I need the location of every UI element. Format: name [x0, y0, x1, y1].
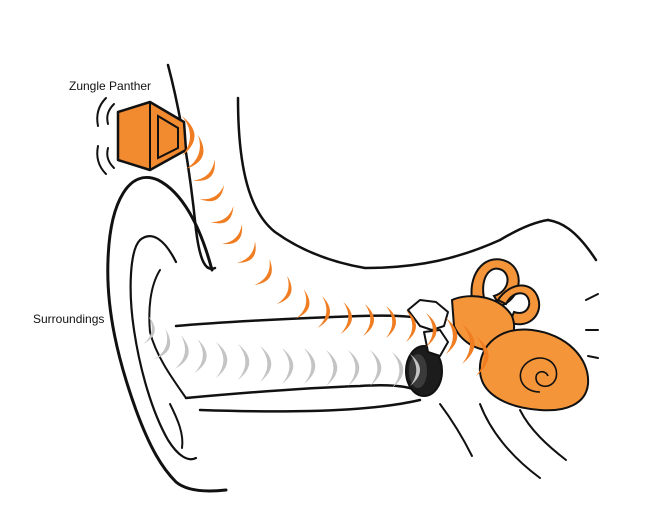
bone-wave-15 — [406, 310, 416, 342]
neck-outline — [236, 96, 550, 270]
air-wave-3 — [175, 335, 189, 369]
device-inner-face — [157, 114, 179, 160]
bone-wave-4 — [199, 185, 225, 202]
device-label: Zungle Panther — [69, 79, 152, 93]
bone-wave-8 — [254, 259, 272, 285]
bone-wave-18 — [462, 324, 475, 364]
bone-wave-17 — [446, 318, 458, 354]
canal-upper-wall — [174, 314, 420, 328]
outer-ear — [106, 176, 228, 493]
air-wave-2 — [154, 328, 171, 360]
air-wave-5 — [216, 342, 228, 378]
bone-conduction-transducer-icon — [96, 97, 188, 175]
bone-wave-16 — [426, 313, 437, 347]
air-wave-7 — [260, 346, 272, 382]
bone-wave-13 — [363, 304, 375, 336]
air-wave-10 — [326, 350, 338, 386]
bone-wave-1 — [182, 116, 195, 156]
nerve-lines — [439, 293, 599, 479]
bone-wave-6 — [222, 224, 243, 245]
semicircular-canal-2 — [496, 284, 541, 326]
antihelix — [148, 269, 187, 399]
bone-wave-12 — [340, 302, 353, 334]
bone-wave-3 — [193, 159, 215, 181]
vibration-marks — [96, 97, 115, 175]
air-wave-8 — [282, 348, 294, 384]
cochlea-spiral — [519, 357, 558, 393]
air-wave-9 — [304, 348, 316, 384]
inner-ear — [450, 258, 590, 412]
air-wave-11 — [348, 350, 360, 386]
bone-wave-2 — [185, 135, 204, 169]
air-wave-4 — [194, 339, 207, 373]
bone-wave-7 — [237, 241, 256, 263]
device-body — [116, 100, 188, 172]
bone-wave-10 — [296, 289, 310, 319]
air-wave-1 — [143, 316, 155, 344]
earlobe-line — [169, 403, 184, 449]
air-wave-6 — [238, 344, 250, 380]
air-wave-12 — [370, 350, 382, 386]
pinna-outer-rim — [106, 176, 228, 493]
head-outline — [166, 63, 598, 271]
bone-wave-14 — [386, 306, 396, 338]
face-outline — [166, 63, 217, 271]
bone-wave-9 — [276, 275, 292, 305]
ear-canal — [174, 314, 422, 413]
bone-wave-5 — [210, 205, 234, 224]
bone-conduction-waves — [182, 116, 489, 376]
bone-wave-19 — [476, 336, 489, 376]
canal-lower-wall — [184, 384, 422, 400]
air-wave-14 — [410, 354, 420, 386]
air-wave-13 — [392, 352, 404, 388]
ossicle-incus — [423, 329, 449, 357]
skull-outline — [546, 218, 598, 262]
pinna-inner-fold — [129, 235, 198, 461]
surroundings-label: Surroundings — [33, 312, 105, 326]
canal-floor — [198, 398, 422, 413]
cochlea — [478, 328, 590, 412]
bone-wave-11 — [317, 296, 331, 328]
air-conduction-waves — [143, 316, 420, 388]
